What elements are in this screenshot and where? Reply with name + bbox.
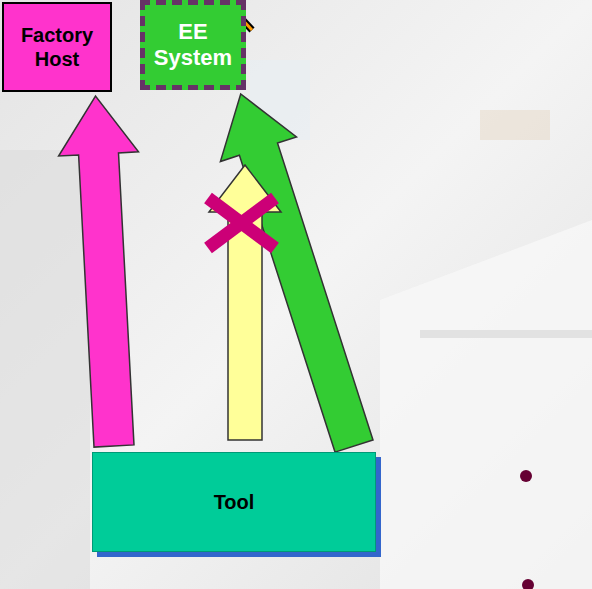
blocked-arrow	[209, 165, 281, 440]
host-box: Factory Host	[2, 2, 112, 92]
tool-box: Tool	[92, 452, 376, 552]
block-cross	[208, 198, 275, 248]
node-label: EE System	[151, 19, 235, 72]
bullet-dot	[522, 579, 534, 589]
bullet-dot	[520, 470, 532, 482]
node-label: Tool	[214, 490, 255, 514]
system-box: EE System	[140, 0, 246, 90]
node-label: Factory Host	[10, 23, 104, 71]
block-arrow	[59, 96, 139, 447]
